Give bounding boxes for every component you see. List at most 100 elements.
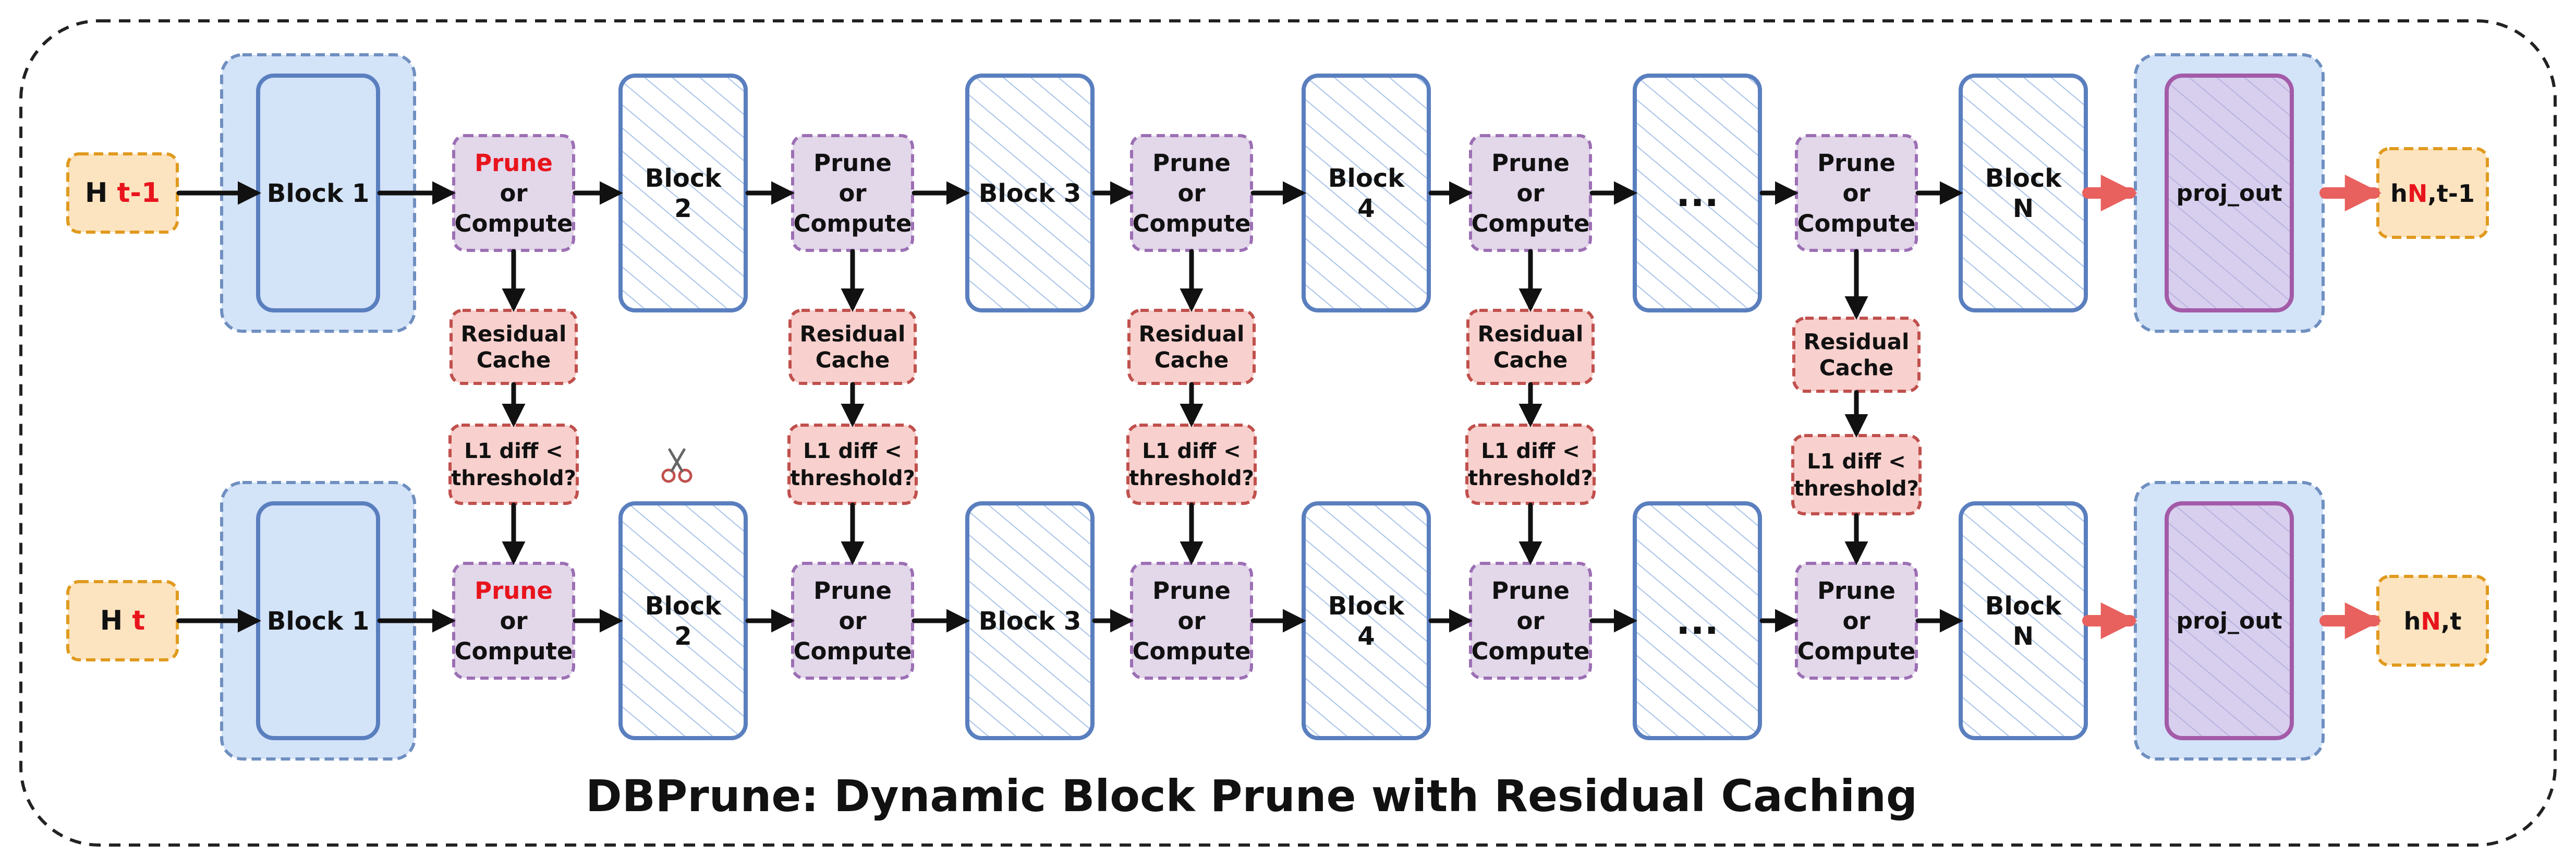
block-4-box — [1302, 74, 1431, 312]
proj-out-label: proj_out — [2176, 180, 2282, 207]
threshold-check-label: L1 diff < — [803, 439, 902, 463]
input-timestep: t — [132, 605, 145, 636]
residual-cache-box — [1127, 309, 1256, 385]
block-2-box — [618, 501, 748, 740]
residual-cache-label: Residual — [1478, 321, 1584, 347]
prune-label: Prune — [1491, 149, 1570, 177]
threshold-check-node: L1 diff < threshold? — [1791, 434, 1922, 515]
input-prefix: H — [100, 605, 132, 636]
residual-cache-label: Cache — [1155, 347, 1229, 373]
residual-cache-label: Residual — [800, 321, 906, 347]
block-n-box — [1959, 74, 2088, 312]
prune-label: Compute — [793, 210, 912, 237]
block-3: Block 3 — [965, 501, 1095, 740]
prune-label: Compute — [1132, 637, 1250, 665]
threshold-check-label: threshold? — [451, 466, 576, 490]
residual-cache-label: Cache — [816, 347, 890, 373]
input-label: H t-1 — [85, 177, 160, 209]
block-3-label: Block 3 — [979, 607, 1082, 636]
prune-label: Compute — [1797, 210, 1915, 237]
scissors-icon — [661, 448, 692, 483]
threshold-check-label: threshold? — [1129, 466, 1254, 490]
block-2-label: 2 — [674, 194, 691, 223]
block-2-label: Block — [645, 164, 722, 193]
prune-label: Prune — [475, 149, 553, 177]
diagram-title: DBPrune: Dynamic Block Prune with Residu… — [586, 770, 1917, 822]
prune-label: or — [1177, 179, 1206, 207]
block-n-box — [1959, 501, 2088, 740]
threshold-check-box — [1465, 424, 1596, 505]
threshold-check-box — [1791, 434, 1922, 515]
threshold-check-label: threshold? — [1794, 477, 1919, 501]
prune-label: or — [1842, 607, 1870, 635]
input-label: H t — [100, 605, 145, 636]
output-label: hN,t — [2404, 607, 2462, 635]
scissors-handle-right — [678, 468, 692, 483]
residual-cache-label: Cache — [1819, 355, 1893, 381]
block-2-label: 2 — [674, 622, 691, 651]
threshold-check-box — [448, 424, 579, 505]
block-4-label: 4 — [1357, 194, 1375, 223]
residual-cache-label: Cache — [477, 347, 551, 373]
outer-frame — [19, 19, 2557, 847]
residual-cache-box — [1466, 309, 1595, 385]
threshold-check-label: L1 diff < — [1807, 450, 1905, 474]
prune-label: Prune — [813, 149, 892, 177]
prune-label: Prune — [813, 577, 892, 605]
threshold-check-node: L1 diff < threshold? — [787, 424, 918, 505]
proj-out: proj_out — [2134, 53, 2325, 333]
block-4-label: Block — [1328, 164, 1405, 193]
block-2-box — [618, 74, 748, 312]
prune-label: Prune — [1817, 577, 1895, 605]
threshold-check-box — [1126, 424, 1257, 505]
block-n-label: N — [2013, 622, 2034, 651]
input-timestep: t-1 — [117, 177, 161, 209]
block-3-label: Block 3 — [979, 179, 1082, 208]
threshold-check-node: L1 diff <threshold? — [448, 424, 579, 505]
block-4-box — [1302, 501, 1431, 740]
prune-label: Prune — [1817, 149, 1895, 177]
proj-out: proj_out — [2134, 481, 2325, 761]
threshold-check-label: threshold? — [1468, 466, 1593, 490]
residual-cache-box — [788, 309, 917, 385]
prune-label: Compute — [454, 637, 573, 665]
block-1: Block 1 — [220, 481, 416, 761]
proj-out-label: proj_out — [2176, 608, 2282, 634]
prune-label: Prune — [1152, 577, 1231, 605]
prune-label: Compute — [1471, 210, 1589, 237]
prune-label: or — [1516, 179, 1545, 207]
block-1-label: Block 1 — [267, 607, 370, 636]
residual-cache-box — [1792, 317, 1921, 393]
threshold-check-label: L1 diff < — [1142, 439, 1241, 463]
residual-cache-box — [449, 309, 578, 385]
block-1: Block 1 — [220, 53, 416, 333]
block-ellipsis: ... — [1633, 74, 1762, 312]
input-node: H t-1 — [66, 152, 179, 234]
prune-label: or — [839, 179, 867, 207]
block-4-label: 4 — [1357, 622, 1375, 651]
block-n-label: Block — [1985, 592, 2062, 621]
proj-out-box — [2165, 74, 2294, 312]
output-node: hN,t-1 — [2376, 147, 2489, 239]
prune-label: Prune — [1491, 577, 1570, 605]
threshold-check-label: L1 diff < — [1481, 439, 1579, 463]
prune-label: Prune — [1152, 149, 1231, 177]
threshold-check-label: threshold? — [790, 466, 915, 490]
